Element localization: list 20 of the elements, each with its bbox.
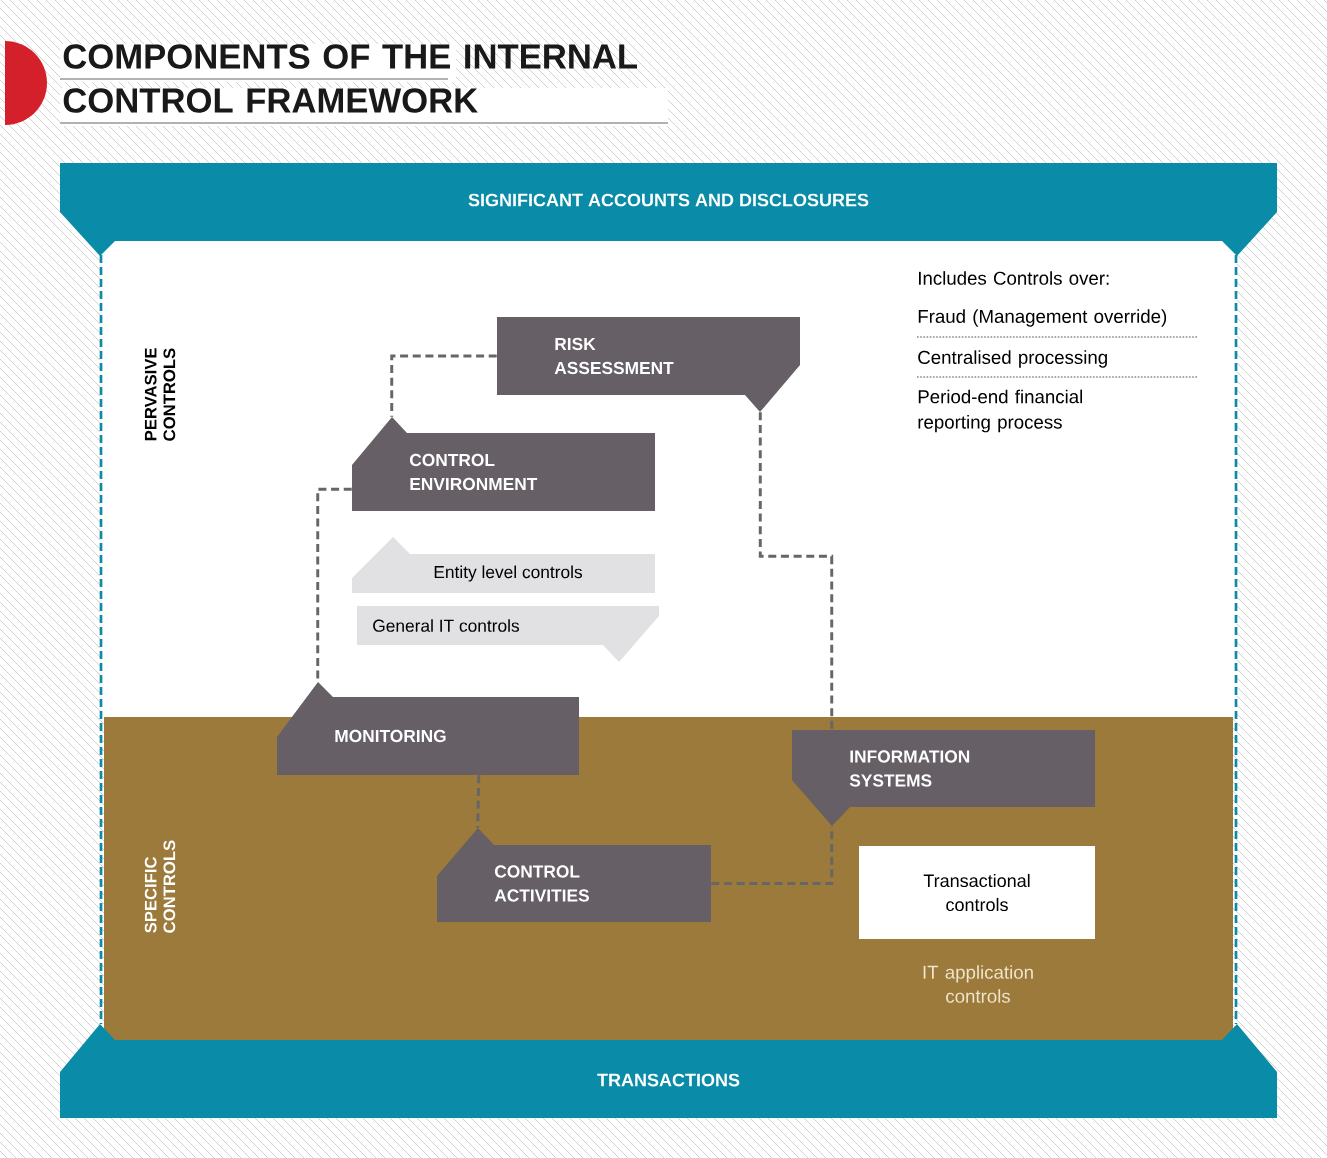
list-item: Fraud (Management override): [918, 309, 1167, 327]
process-box: MONITORING: [277, 682, 579, 775]
band: TRANSACTIONS: [60, 1024, 1277, 1118]
list-item: Centralised processing: [918, 350, 1107, 368]
arrow-banner: Entity level controls: [352, 537, 655, 593]
process-box: CONTROL ACTIVITIES: [437, 828, 711, 922]
connector-line: [390, 354, 497, 417]
arrow-banner: General IT controls: [357, 606, 659, 662]
text-box: Transactional controls: [859, 846, 1095, 939]
list-item: Period-end financial reporting process: [918, 389, 1082, 433]
connector-line: [758, 412, 834, 730]
process-box: INFORMATION SYSTEMS: [792, 730, 1095, 826]
band: SIGNIFICANT ACCOUNTS AND DISCLOSURES: [60, 163, 1277, 256]
connector-line: [476, 775, 481, 828]
connector-line: [316, 487, 352, 682]
process-box: RISK ASSESSMENT: [497, 317, 800, 412]
caption-text: IT application controls: [923, 965, 1033, 1003]
connector-line: [711, 826, 834, 885]
process-box: CONTROL ENVIRONMENT: [352, 417, 655, 511]
title: COMPONENTS OF THE INTERNAL CONTROL FRAMEWORK: [60, 44, 668, 126]
